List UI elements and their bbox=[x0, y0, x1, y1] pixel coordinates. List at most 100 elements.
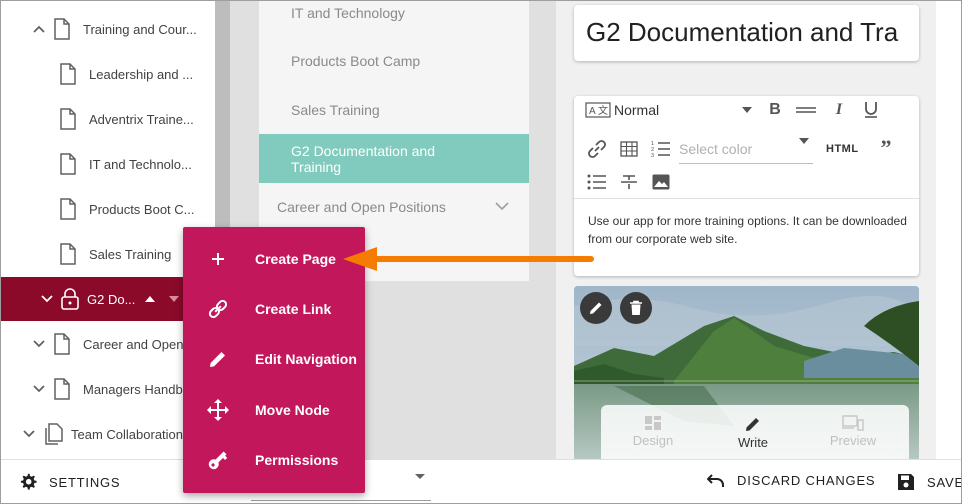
documents-icon bbox=[45, 423, 63, 445]
color-select-placeholder[interactable]: Select color bbox=[679, 141, 753, 157]
settings-label: SETTINGS bbox=[49, 474, 121, 490]
svg-text:文: 文 bbox=[598, 104, 608, 117]
tree-item-career-and-open[interactable]: Career and Open ... bbox=[31, 322, 198, 366]
gear-icon bbox=[20, 473, 37, 490]
design-mode-label: Design bbox=[632, 433, 674, 448]
edit-image-button[interactable] bbox=[580, 292, 612, 324]
trash-icon bbox=[630, 300, 642, 315]
menu-item-create-link[interactable]: Create Link bbox=[183, 284, 365, 334]
editor-body-text[interactable]: Use our app for more training options. I… bbox=[588, 214, 907, 246]
toolbar-divider bbox=[574, 198, 919, 199]
format-caret-icon[interactable] bbox=[742, 107, 752, 113]
settings-button[interactable]: SETTINGS bbox=[19, 473, 120, 491]
tree-item-label: Team Collaboration bbox=[71, 426, 184, 442]
tree-item-team-collaboration[interactable]: Team Collaboration bbox=[21, 412, 183, 456]
nav-item-sales-training[interactable]: Sales Training bbox=[291, 102, 380, 118]
link-icon[interactable] bbox=[584, 136, 610, 162]
plus-icon bbox=[212, 253, 224, 265]
chevron-down-icon[interactable] bbox=[31, 381, 47, 397]
tree-item-leadership[interactable]: Leadership and ... bbox=[59, 52, 193, 96]
menu-item-label: Create Link bbox=[255, 301, 332, 317]
delete-image-button[interactable] bbox=[620, 292, 652, 324]
color-select-underline bbox=[679, 163, 813, 164]
chevron-up-icon[interactable] bbox=[31, 21, 47, 37]
menu-item-edit-navigation[interactable]: Edit Navigation bbox=[183, 334, 365, 384]
document-icon bbox=[60, 153, 76, 175]
bulleted-list-icon[interactable] bbox=[586, 172, 608, 192]
italic-icon[interactable]: I bbox=[835, 101, 843, 118]
menu-item-label: Permissions bbox=[255, 452, 339, 468]
link-icon bbox=[208, 299, 228, 319]
chevron-down-icon[interactable] bbox=[31, 336, 47, 352]
tree-item-label: G2 Do... bbox=[87, 291, 136, 307]
document-icon bbox=[60, 63, 76, 85]
tree-item-products-boot-camp[interactable]: Products Boot C... bbox=[59, 187, 195, 231]
nav-item-it-and-technology[interactable]: IT and Technology bbox=[291, 5, 405, 21]
devices-icon bbox=[842, 415, 864, 431]
write-mode-button[interactable]: Write bbox=[703, 405, 803, 461]
tree-item-label: Adventrix Traine... bbox=[89, 111, 194, 127]
dashboard-icon bbox=[645, 416, 661, 430]
nav-item-products-boot-camp[interactable]: Products Boot Camp bbox=[291, 53, 421, 69]
blockquote-icon[interactable]: ” bbox=[880, 135, 892, 160]
bold-icon[interactable]: B bbox=[769, 101, 781, 118]
menu-item-permissions[interactable]: Permissions bbox=[183, 435, 365, 485]
pencil-icon bbox=[210, 352, 225, 367]
bottom-select-caret-icon[interactable] bbox=[415, 474, 425, 479]
write-mode-label: Write bbox=[737, 435, 769, 450]
preview-mode-button[interactable]: Preview bbox=[803, 405, 903, 461]
menu-item-label: Move Node bbox=[255, 402, 330, 418]
lock-icon bbox=[61, 288, 79, 310]
chevron-down-icon[interactable] bbox=[39, 291, 55, 307]
move-up-icon[interactable] bbox=[145, 296, 156, 302]
bottom-select-underline bbox=[251, 500, 431, 501]
tree-item-g2-documentation-selected[interactable]: G2 Do... bbox=[1, 277, 215, 321]
page-title[interactable]: G2 Documentation and Tra bbox=[586, 17, 899, 47]
svg-text:1: 1 bbox=[651, 141, 654, 147]
tree-item-adventrix[interactable]: Adventrix Traine... bbox=[59, 97, 194, 141]
node-context-menu: Create Page Create Link Edit Navigation … bbox=[183, 227, 365, 493]
document-icon bbox=[54, 378, 70, 400]
nav-item-active[interactable]: G2 Documentation and Training bbox=[259, 134, 529, 183]
tree-item-managers-handbook[interactable]: Managers Handb... bbox=[31, 367, 194, 411]
tree-item-training-and-courses[interactable]: Training and Cour... bbox=[31, 7, 197, 51]
image-icon[interactable] bbox=[650, 172, 672, 192]
menu-item-move-node[interactable]: Move Node bbox=[183, 385, 365, 435]
horizontal-rule-icon[interactable] bbox=[794, 99, 818, 121]
navigation-tree: Training and Cour... Leadership and ... … bbox=[1, 1, 215, 459]
design-mode-button[interactable]: Design bbox=[603, 405, 703, 461]
save-button[interactable]: SAVE bbox=[897, 473, 961, 491]
tree-item-label: Leadership and ... bbox=[89, 66, 194, 82]
tree-item-it-and-technology[interactable]: IT and Technolo... bbox=[59, 142, 192, 186]
format-select-value[interactable]: Normal bbox=[614, 102, 660, 118]
document-icon bbox=[60, 198, 76, 220]
undo-icon bbox=[707, 473, 724, 487]
table-icon[interactable] bbox=[618, 138, 640, 160]
discard-changes-button[interactable]: DISCARD CHANGES bbox=[707, 473, 875, 488]
pencil-icon bbox=[746, 418, 759, 431]
html-button[interactable]: HTML bbox=[826, 143, 859, 155]
save-icon bbox=[898, 474, 914, 490]
nav-item-career-and-open-positions[interactable]: Career and Open Positions bbox=[277, 199, 446, 215]
tree-item-sales-training[interactable]: Sales Training bbox=[59, 232, 171, 276]
editor-mode-switcher: Design Write Preview bbox=[601, 405, 909, 461]
chevron-down-icon[interactable] bbox=[495, 202, 509, 211]
underline-icon[interactable] bbox=[860, 99, 882, 121]
chevron-down-icon[interactable] bbox=[21, 426, 37, 442]
tree-item-label: Managers Handb... bbox=[83, 381, 194, 397]
strikethrough-icon[interactable] bbox=[618, 172, 640, 192]
discard-label: DISCARD CHANGES bbox=[737, 473, 876, 488]
move-down-icon[interactable] bbox=[169, 296, 180, 302]
color-caret-icon[interactable] bbox=[799, 138, 809, 144]
tree-item-label: Sales Training bbox=[89, 246, 172, 262]
menu-item-create-page[interactable]: Create Page bbox=[183, 234, 365, 284]
page-title-card[interactable]: G2 Documentation and Tra bbox=[574, 5, 919, 61]
svg-text:3: 3 bbox=[651, 153, 654, 158]
nav-active-label: G2 Documentation and Training bbox=[291, 143, 435, 175]
move-icon bbox=[207, 399, 229, 421]
annotation-arrow bbox=[343, 247, 594, 271]
preview-mode-label: Preview bbox=[829, 433, 877, 448]
